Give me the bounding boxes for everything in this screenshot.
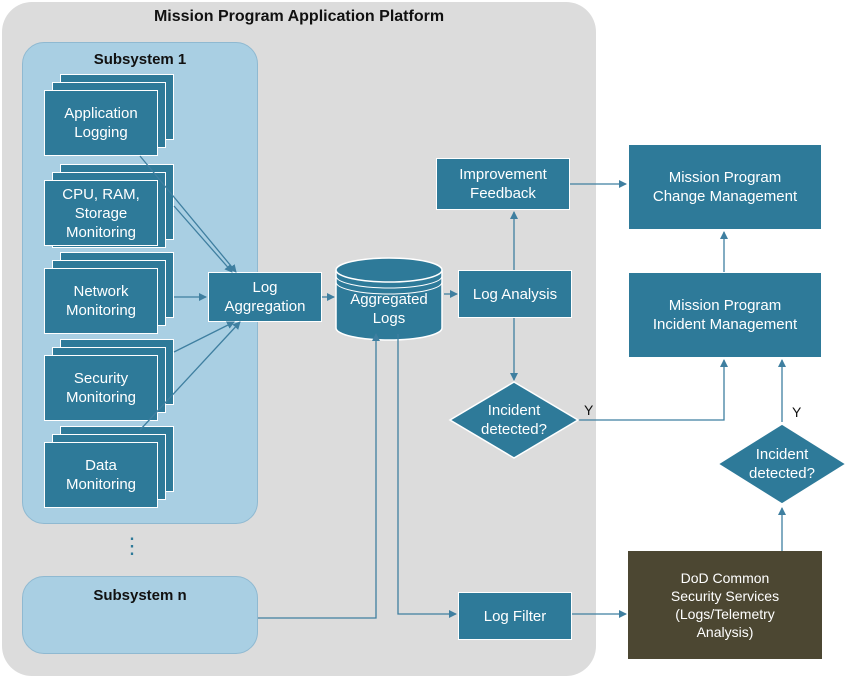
box-line: Application	[64, 105, 138, 122]
box-line: Improvement	[459, 166, 547, 183]
box-line: Aggregation	[224, 298, 306, 315]
box-line: Log Analysis	[472, 285, 558, 303]
box-line: Analysis)	[696, 624, 754, 640]
box-line: Change Management	[652, 188, 798, 205]
box-line: Security Services	[670, 588, 780, 604]
box-line: Incident	[755, 446, 809, 463]
right-yes-label: Y	[792, 404, 802, 420]
incident-left-label: Incident detected?	[454, 398, 574, 442]
box-line: Incident Management	[652, 316, 798, 333]
incident-decision-left	[448, 381, 580, 459]
arrow-left-yes	[578, 359, 728, 421]
box-line: Monitoring	[65, 389, 137, 406]
subsystem-n-title: Subsystem n	[93, 587, 187, 604]
box-line: Feedback	[470, 185, 536, 202]
box-line: Mission Program	[668, 297, 782, 314]
subsystem-1-title: Subsystem 1	[93, 51, 187, 68]
box-line: Log	[252, 279, 278, 296]
arrow-data	[139, 321, 241, 431]
box-line: DoD Common	[680, 570, 770, 586]
arrow-subsystem-n	[258, 333, 380, 619]
box-line: Mission Program	[668, 169, 782, 186]
arrow-app-logging	[139, 155, 237, 273]
box-line: Log Filter	[483, 607, 547, 625]
box-line: Monitoring	[65, 302, 137, 319]
box-line: Security	[73, 370, 129, 387]
subsystem-n: Subsystem n	[22, 576, 258, 654]
box-line: Aggregated	[350, 291, 428, 308]
box-line: Logging	[74, 124, 128, 141]
box-line: detected?	[481, 421, 547, 438]
box-line: Data	[85, 457, 117, 474]
box-line: CPU, RAM,	[62, 185, 140, 203]
box-line: Monitoring	[65, 476, 137, 493]
box-line: Logs	[372, 310, 406, 327]
arrow-cpu	[173, 205, 233, 273]
left-yes-label: Y	[584, 402, 594, 418]
arrow-to-log-filter	[397, 334, 457, 618]
box-line: (Logs/Telemetry	[675, 606, 775, 622]
aggregated-logs-cylinder	[335, 257, 443, 341]
box-line: Incident	[487, 402, 541, 419]
log-filter-box: Log Filter	[458, 592, 572, 640]
incident-right-label: Incident detected?	[722, 442, 842, 486]
box-line: detected?	[749, 465, 815, 482]
incident-decision-right	[716, 423, 848, 505]
box-line: Storage	[74, 204, 128, 222]
box-line: Network	[73, 283, 129, 300]
log-analysis-box: Log Analysis	[458, 270, 572, 318]
platform-title: Mission Program Application Platform	[153, 8, 445, 25]
arrow-security	[173, 321, 235, 353]
box-line: Monitoring	[65, 223, 137, 241]
